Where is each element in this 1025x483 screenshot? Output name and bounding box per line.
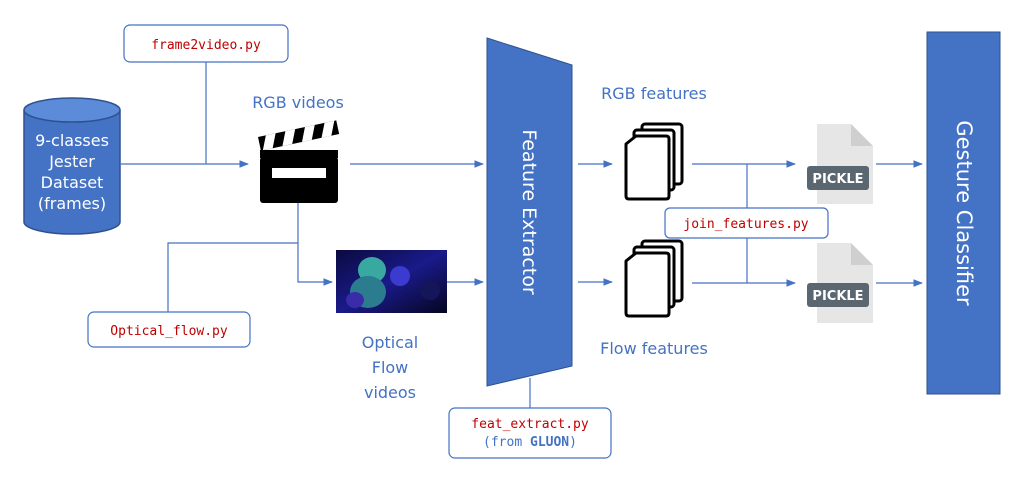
- join-features-box: join_features.py: [664, 207, 829, 239]
- flow-videos-label-line1: Optical: [362, 333, 419, 352]
- pickle-file-icon: PICKLE: [807, 124, 873, 204]
- arrow-rgb-to-flow-video: [297, 202, 333, 286]
- flow-features-label: Flow features: [600, 339, 708, 358]
- rgb-features-label: RGB features: [601, 84, 707, 103]
- documents-icon: [624, 122, 684, 201]
- pickle-file-icon: PICKLE: [807, 243, 873, 323]
- optical-flow-box: Optical_flow.py: [87, 311, 251, 348]
- flow-videos-label-line3: videos: [364, 383, 416, 402]
- connectors: [120, 62, 923, 408]
- dataset-label-line3: Dataset: [41, 173, 104, 192]
- dataset-label-line1: 9-classes: [35, 131, 109, 150]
- dataset-label-line4: (frames): [38, 194, 106, 213]
- feature-extractor: Feature Extractor: [486, 37, 573, 387]
- join-features-script: join_features.py: [683, 217, 808, 232]
- rgb-videos-label: RGB videos: [252, 93, 344, 112]
- documents-icon: [624, 239, 684, 318]
- frame2video-box: frame2video.py: [123, 24, 289, 63]
- feat-extract-from: (from GLUON): [483, 435, 577, 450]
- dataset-cylinder: 9-classes Jester Dataset (frames): [23, 97, 121, 235]
- pickle-label-top: PICKLE: [812, 172, 863, 187]
- feature-extractor-label: Feature Extractor: [518, 129, 540, 295]
- dataset-label-line2: Jester: [48, 152, 95, 171]
- line-optical-flow: [167, 242, 298, 312]
- gesture-classifier: Gesture Classifier: [926, 31, 1001, 395]
- optical-flow-script: Optical_flow.py: [110, 324, 228, 339]
- feat-extract-box: feat_extract.py (from GLUON): [448, 407, 612, 459]
- pickle-label-bottom: PICKLE: [812, 289, 863, 304]
- flow-videos-label-line2: Flow: [372, 358, 409, 377]
- feat-extract-script: feat_extract.py: [471, 417, 589, 432]
- video-thumbnail-image: [336, 250, 447, 313]
- clapperboard-icon: [258, 120, 340, 203]
- frame2video-script: frame2video.py: [151, 38, 261, 53]
- gesture-classifier-label: Gesture Classifier: [952, 120, 976, 306]
